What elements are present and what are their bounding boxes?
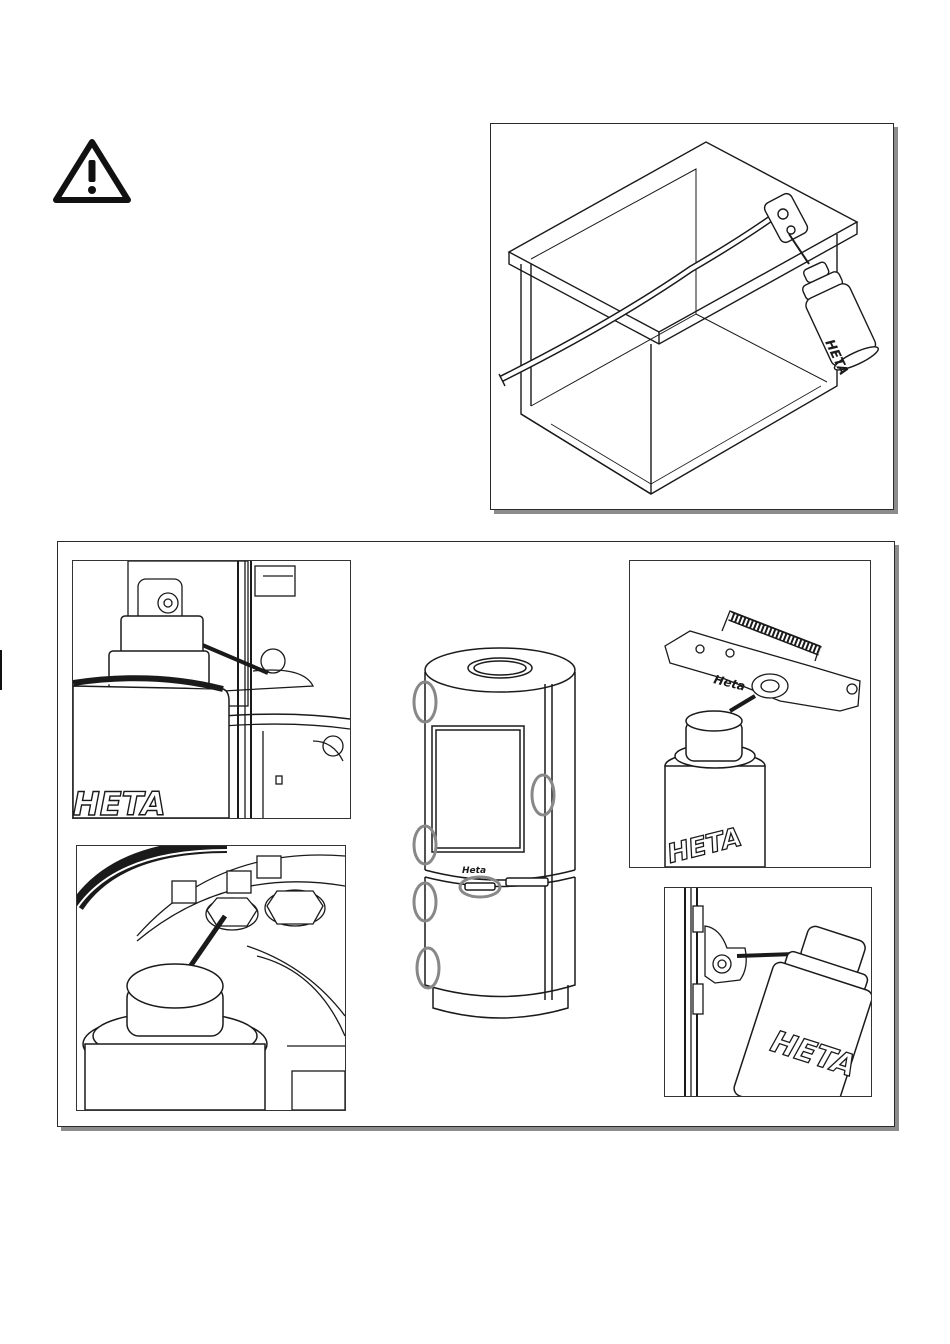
panel-bottom-left — [76, 845, 346, 1111]
lid-hinge-illustration: HETA — [491, 124, 893, 509]
door-spring-arm-closeup: Heta HETA — [630, 561, 870, 867]
page-crop-mark — [0, 650, 2, 690]
panel-bottom-right: HETA — [664, 887, 872, 1097]
stove-brand-label: Heta — [462, 866, 486, 876]
panel-top-left: HETA — [72, 560, 351, 819]
panel-top-right: Heta HETA — [629, 560, 871, 868]
door-hinge-closeup: HETA — [665, 888, 871, 1096]
top-plate-bolt-closeup — [77, 846, 345, 1110]
warning-icon — [52, 138, 132, 204]
can-brand-label: HETA — [73, 785, 166, 818]
stove-illustration: Heta — [400, 640, 600, 1030]
hinge-lubrication-closeup: HETA — [73, 561, 350, 818]
top-figure-frame: HETA — [490, 123, 894, 510]
lubrication-point-markers — [414, 682, 554, 988]
spray-can-icon — [83, 964, 267, 1110]
